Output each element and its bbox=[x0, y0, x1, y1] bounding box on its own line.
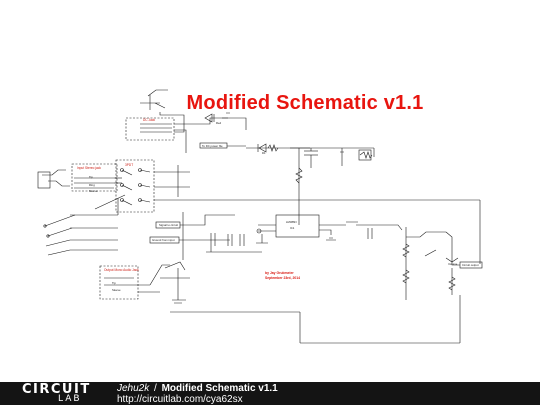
schematic-title: Modified Schematic v1.1 bbox=[186, 92, 424, 114]
schematic-canvas: DC Jack Input Stereo jack 3PDT Output Mo… bbox=[37, 89, 483, 344]
project-meta: Jehu2k / Modified Schematic v1.1 http://… bbox=[117, 383, 278, 405]
author-credit: by Jay Grubmeier bbox=[265, 271, 294, 275]
input-jack-label: Input Stereo jack bbox=[77, 166, 101, 170]
volume-label: Volume bbox=[448, 262, 458, 266]
output-jack-label: Output Mono Audio Jack bbox=[104, 268, 139, 272]
footer-bar: CIRCUIT LAB Jehu2k / Modified Schematic … bbox=[0, 382, 540, 405]
logo-text-top: CIRCUIT bbox=[22, 382, 91, 397]
input-jack-box bbox=[71, 163, 118, 192]
led-label: Red bbox=[216, 121, 222, 125]
circuitlab-logo[interactable]: CIRCUIT LAB bbox=[22, 383, 91, 404]
circuit-output-label: Circuit output bbox=[462, 263, 479, 267]
author-link[interactable]: Jehu2k bbox=[117, 383, 150, 394]
chip-label: LM386N bbox=[286, 220, 297, 224]
output-sleeve-label: Sleeve bbox=[112, 288, 121, 292]
input-ring-label: Ring bbox=[89, 183, 95, 187]
output-tip-label: Tip bbox=[112, 281, 116, 285]
chip-part-label: IC1 bbox=[290, 226, 295, 230]
project-url[interactable]: http://circuitlab.com/cya62sx bbox=[117, 394, 243, 405]
project-title: Modified Schematic v1.1 bbox=[161, 383, 278, 394]
bypass-switch-label: 3PDT bbox=[125, 163, 133, 167]
output-jack-box bbox=[99, 265, 139, 300]
logo-text-bottom: LAB bbox=[58, 394, 82, 404]
chip-ic bbox=[275, 214, 320, 238]
dc-jack-label: DC Jack bbox=[143, 118, 155, 122]
input-sleeve-label: Sleeve bbox=[89, 189, 98, 193]
circuit-output-box bbox=[459, 261, 483, 269]
date-credit: September 23rd, 2014 bbox=[265, 276, 301, 280]
bypass-switch-box bbox=[115, 159, 155, 213]
ground-label: Ground from input bbox=[152, 238, 175, 242]
dc-power-label: To DC power file bbox=[202, 144, 223, 148]
signal-in-label: Signal to circuit bbox=[159, 223, 178, 227]
diode-label: D1 bbox=[262, 151, 266, 155]
input-tip-label: Tip bbox=[89, 175, 93, 179]
meta-separator: / bbox=[154, 383, 157, 394]
